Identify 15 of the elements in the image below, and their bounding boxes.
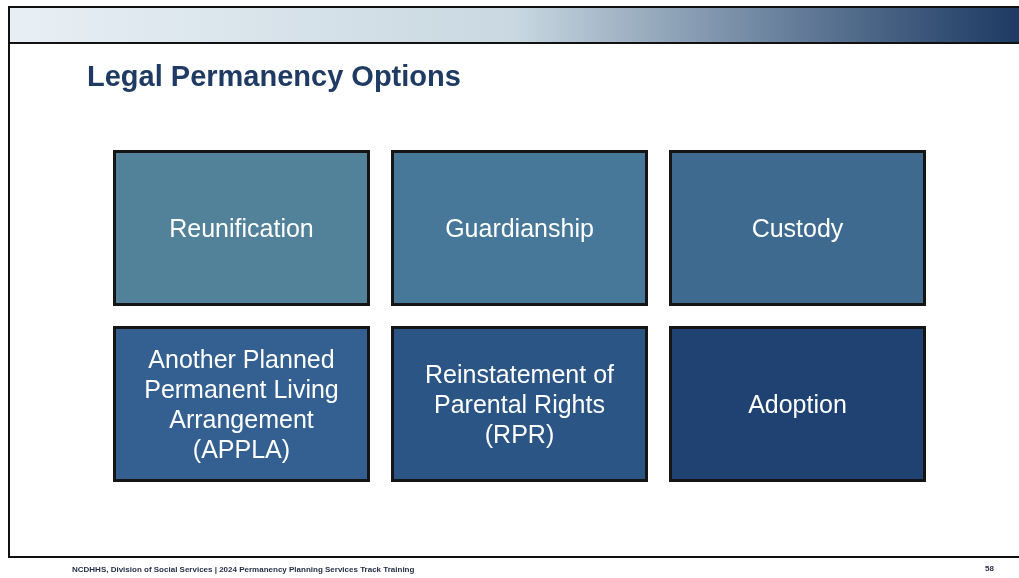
page-number: 58 — [985, 563, 994, 575]
option-box — [113, 150, 370, 306]
option-box — [669, 150, 926, 306]
option-box — [113, 326, 370, 482]
option-label: Reinstatement of Parental Rights (RPR) — [424, 359, 615, 449]
option-label: Guardianship — [445, 213, 594, 243]
option-label: Adoption — [748, 389, 847, 419]
footer-text: NCDHHS, Division of Social Services | 2024 Permanency Planning Services Track Training — [72, 564, 415, 576]
option-label: Reunification — [169, 213, 314, 243]
slide-title: Legal Permanency Options — [87, 59, 461, 94]
option-box — [391, 150, 648, 306]
option-box — [669, 326, 926, 482]
option-label: Another Planned Permanent Living Arrangement (APPLA) — [143, 344, 340, 464]
option-box — [391, 326, 648, 482]
option-label: Custody — [751, 213, 844, 243]
